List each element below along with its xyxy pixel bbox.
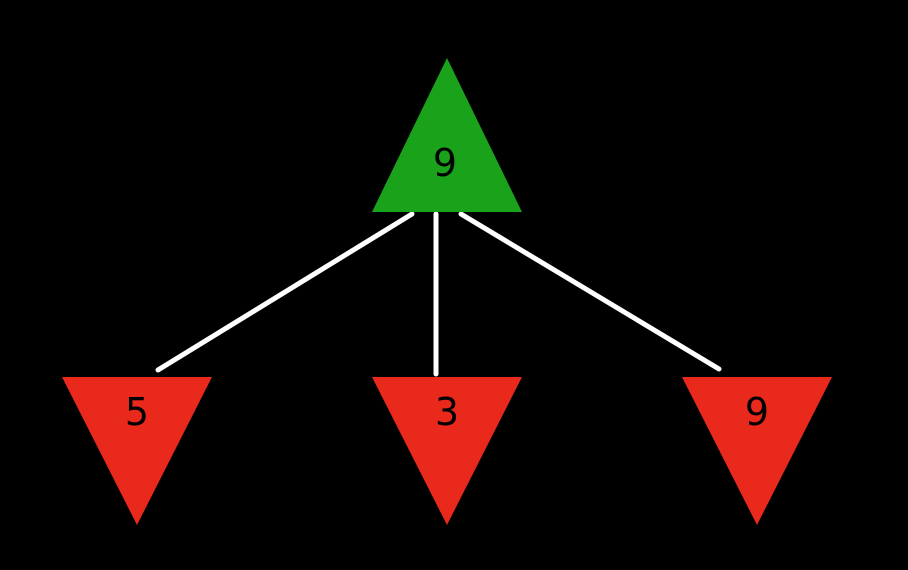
leaf-node-1-label: 3 (435, 390, 459, 434)
leaf-node-2: 9 (682, 377, 832, 525)
leaf-node-1: 3 (372, 377, 522, 525)
edge-root-leaf-2 (458, 211, 722, 372)
leaf-node-0-label: 5 (125, 390, 149, 434)
leaf-node-0: 5 (62, 377, 212, 525)
root-node-triangle (372, 58, 522, 212)
leaf-node-1-triangle (372, 377, 522, 525)
edge-root-leaf-0 (155, 211, 415, 373)
root-node-label: 9 (433, 141, 457, 185)
root-node: 9 (372, 58, 522, 212)
leaf-node-0-triangle (62, 377, 212, 525)
leaf-node-2-label: 9 (745, 390, 769, 434)
leaf-node-2-triangle (682, 377, 832, 525)
